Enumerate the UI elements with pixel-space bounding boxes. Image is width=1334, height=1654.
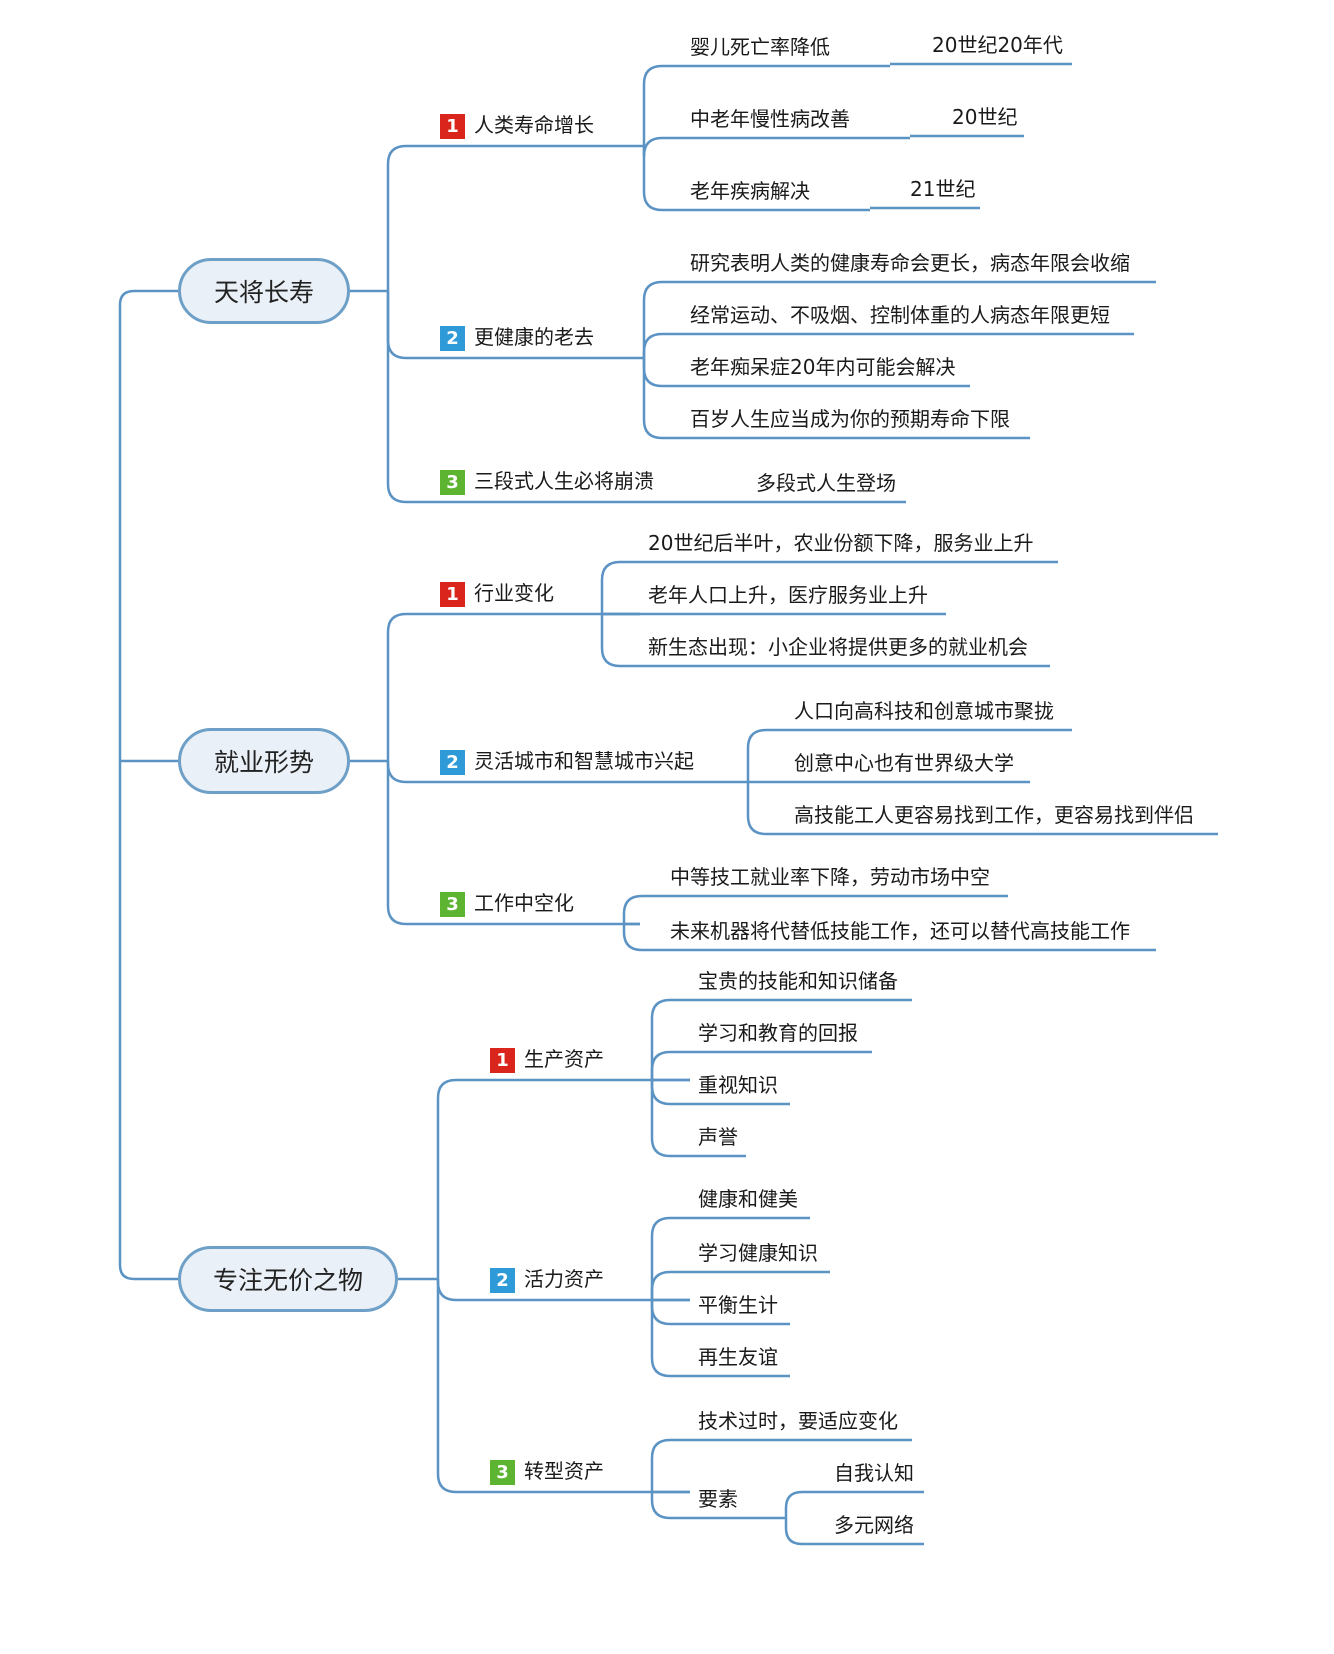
subtopic-label: 活力资产	[524, 1267, 604, 1291]
item-label: 新生态出现：小企业将提供更多的就业机会	[648, 635, 1028, 659]
child-connector	[784, 1518, 924, 1546]
item-label: 经常运动、不吸烟、控制体重的人病态年限更短	[690, 303, 1110, 327]
item-connector	[642, 280, 1156, 358]
root-link	[118, 1264, 178, 1281]
item-label: 创意中心也有世界级大学	[794, 751, 1014, 775]
priority-1-icon: 1	[440, 582, 465, 607]
sub-connector	[386, 612, 640, 761]
child-connector	[784, 1490, 924, 1518]
item-label: 20世纪后半叶，农业份额下降，服务业上升	[648, 531, 1034, 555]
topic-node[interactable]: 就业形势	[178, 728, 350, 794]
item-label: 中等技工就业率下降，劳动市场中空	[670, 865, 990, 889]
subtopic-label: 人类寿命增长	[474, 113, 594, 137]
item-connector	[650, 1270, 830, 1300]
priority-3-icon: 3	[490, 1460, 515, 1485]
item-connector	[642, 358, 1030, 440]
item-connector	[600, 614, 1050, 668]
child-label: 多元网络	[834, 1513, 914, 1537]
item-note: 20世纪	[952, 105, 1018, 129]
item-note: 20世纪20年代	[932, 33, 1063, 57]
item-label: 未来机器将代替低技能工作，还可以替代高技能工作	[670, 919, 1130, 943]
item-label: 重视知识	[698, 1073, 778, 1097]
item-label: 高技能工人更容易找到工作，更容易找到伴侣	[794, 803, 1194, 827]
item-connector	[642, 332, 1134, 358]
item-label: 声誉	[698, 1125, 738, 1149]
item-connector	[622, 894, 1008, 924]
priority-3-icon: 3	[440, 892, 465, 917]
item-connector	[650, 1492, 786, 1520]
priority-2-icon: 2	[440, 750, 465, 775]
item-label: 健康和健美	[698, 1187, 798, 1211]
subtopic-label: 行业变化	[474, 581, 554, 605]
subtopic-label: 灵活城市和智慧城市兴起	[474, 749, 694, 773]
item-label: 宝贵的技能和知识储备	[698, 969, 898, 993]
item-label: 老年痴呆症20年内可能会解决	[690, 355, 956, 379]
priority-2-icon: 2	[490, 1268, 515, 1293]
item-connector	[746, 782, 1218, 836]
item-label: 技术过时，要适应变化	[698, 1409, 898, 1433]
sub-connector	[386, 761, 640, 926]
item-connector	[650, 1050, 872, 1080]
subtopic-label: 生产资产	[524, 1047, 604, 1071]
item-connector	[650, 1080, 746, 1158]
priority-1-icon: 1	[490, 1048, 515, 1073]
sub-connector	[436, 1078, 690, 1279]
item-label: 人口向高科技和创意城市聚拢	[794, 699, 1054, 723]
priority-3-icon: 3	[440, 470, 465, 495]
sub-connector	[436, 1279, 690, 1494]
subtopic-label: 三段式人生必将崩溃	[474, 469, 654, 493]
item-label: 要素	[698, 1487, 738, 1511]
sub-connector	[386, 144, 640, 291]
item-label: 百岁人生应当成为你的预期寿命下限	[690, 407, 1010, 431]
subtopic-note: 多段式人生登场	[756, 471, 896, 495]
item-connector	[746, 728, 1072, 782]
item-label: 婴儿死亡率降低	[690, 35, 830, 59]
item-connector	[600, 560, 1058, 614]
item-connector	[642, 64, 890, 146]
child-label: 自我认知	[834, 1461, 914, 1485]
subtopic-label: 更健康的老去	[474, 325, 594, 349]
subtopic-label: 转型资产	[524, 1459, 604, 1483]
root-link	[118, 289, 178, 306]
item-label: 中老年慢性病改善	[690, 107, 850, 131]
item-label: 学习和教育的回报	[698, 1021, 858, 1045]
item-connector	[650, 1300, 790, 1378]
item-connector	[642, 136, 910, 157]
item-label: 老年人口上升，医疗服务业上升	[648, 583, 928, 607]
item-label: 老年疾病解决	[690, 179, 810, 203]
item-connector	[642, 146, 870, 212]
item-connector	[622, 924, 1156, 952]
item-label: 再生友谊	[698, 1345, 778, 1369]
priority-2-icon: 2	[440, 326, 465, 351]
item-connector	[650, 1216, 810, 1300]
item-connector	[650, 1438, 912, 1492]
item-connector	[650, 998, 912, 1080]
item-label: 研究表明人类的健康寿命会更长，病态年限会收缩	[690, 251, 1130, 275]
topic-node[interactable]: 专注无价之物	[178, 1246, 398, 1312]
priority-1-icon: 1	[440, 114, 465, 139]
topic-node[interactable]: 天将长寿	[178, 258, 350, 324]
item-label: 学习健康知识	[698, 1241, 818, 1265]
item-label: 平衡生计	[698, 1293, 778, 1317]
subtopic-label: 工作中空化	[474, 891, 574, 915]
sub-connector	[386, 291, 640, 504]
item-note: 21世纪	[910, 177, 976, 201]
